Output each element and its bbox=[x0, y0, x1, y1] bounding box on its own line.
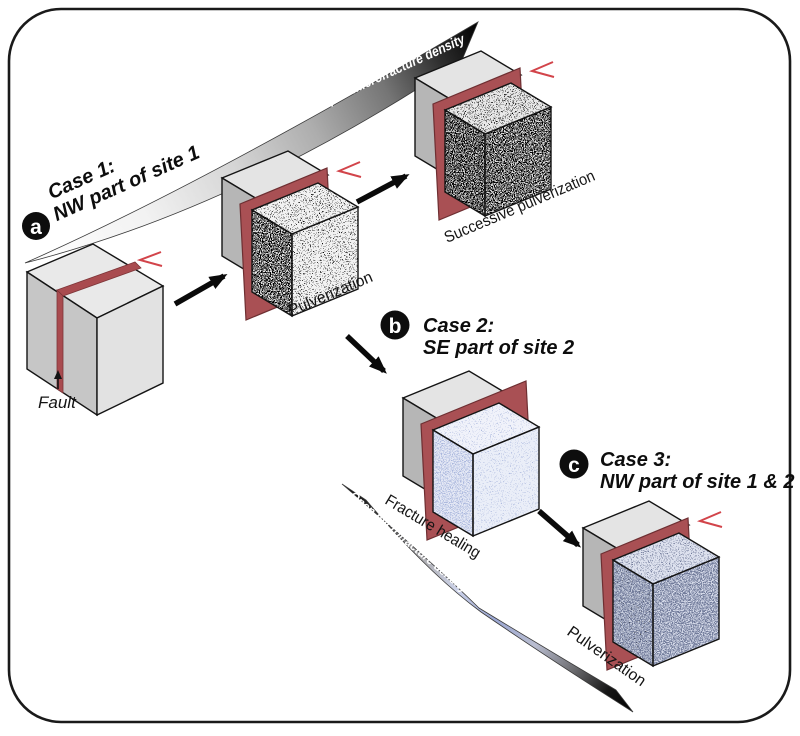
fault-pointer-arrowhead bbox=[54, 370, 62, 379]
slip-direction-icon bbox=[136, 251, 163, 267]
case2-title: Case 2: bbox=[423, 315, 494, 337]
arrow-pulverization-to-successive bbox=[355, 173, 410, 205]
badge-a: a bbox=[22, 212, 50, 240]
case2-subtitle: SE part of site 2 bbox=[423, 337, 574, 359]
badge-a-letter: a bbox=[30, 216, 42, 239]
case3-heading: Case 3: NW part of site 1 & 2 bbox=[600, 449, 794, 493]
arrow-fault-to-pulverization bbox=[173, 273, 228, 307]
case3-subtitle: NW part of site 1 & 2 bbox=[600, 471, 794, 493]
badge-b-letter: b bbox=[389, 315, 402, 338]
fault-trace-front bbox=[56, 289, 64, 394]
badge-c-circle bbox=[559, 449, 589, 479]
top-density-wedge-shape bbox=[24, 21, 479, 264]
cube1-right-face bbox=[96, 284, 164, 417]
badge-a-circle bbox=[22, 212, 50, 240]
cube-intact-fault: Fault bbox=[25, 243, 165, 417]
badge-b: b bbox=[380, 310, 410, 340]
bottom-density-ribbon-shape bbox=[341, 483, 634, 713]
badge-c: c bbox=[559, 449, 589, 479]
case3-title: Case 3: bbox=[600, 449, 671, 471]
arrow-to-pulverization-case3 bbox=[537, 508, 582, 548]
badge-c-letter: c bbox=[568, 454, 580, 477]
case2-heading: Case 2: SE part of site 2 bbox=[423, 315, 574, 359]
badge-b-circle bbox=[380, 310, 410, 340]
arrow-to-fracture-healing bbox=[345, 334, 387, 374]
fault-label: Fault bbox=[38, 393, 77, 412]
